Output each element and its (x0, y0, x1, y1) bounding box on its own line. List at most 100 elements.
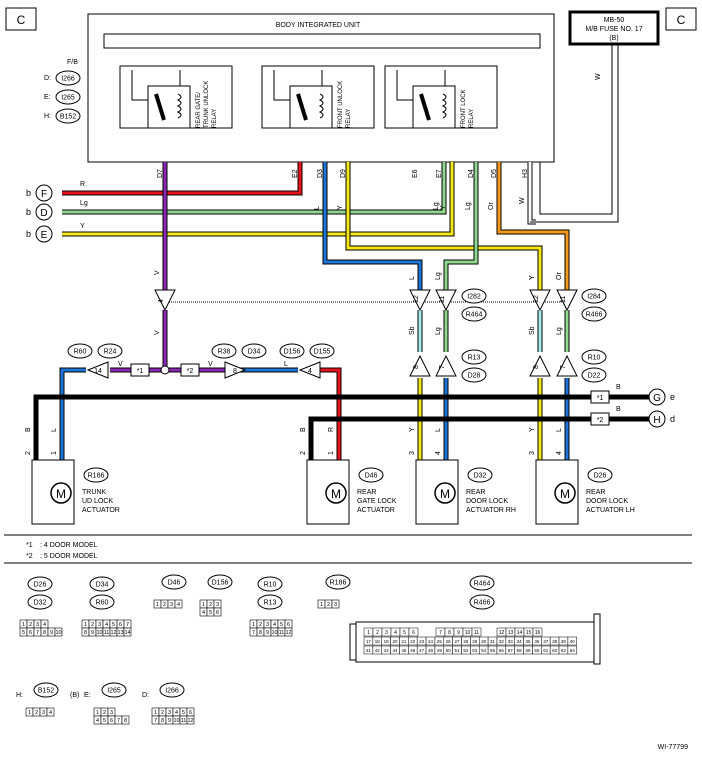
pin-cell: 16 (535, 630, 541, 636)
wire-y-d9 (345, 162, 543, 290)
connector-pin: 11 (435, 289, 457, 312)
pin-cell: 4 (175, 710, 178, 716)
svg-text:(B): (B) (609, 35, 618, 42)
wire-label: W (595, 73, 602, 80)
ground-letter: H (653, 415, 660, 426)
connector-oval: R60 (67, 343, 93, 359)
connector-oval-text: I284 (587, 294, 601, 301)
pin-cell: 1 (252, 622, 255, 628)
model-star-box: *1 (130, 363, 150, 377)
connector-view-oval: R10 (257, 576, 283, 592)
wire-label: L (51, 428, 58, 432)
motor-symbol: M (56, 487, 66, 501)
motor-icon (325, 482, 347, 504)
pin-cell: 4 (394, 630, 397, 636)
connector-view-label: (B) (70, 692, 79, 699)
svg-text:*2: *2 (26, 553, 33, 560)
pin-cell: 63 (561, 648, 567, 653)
wire-l-d3 (322, 162, 423, 290)
connector-code-oval: I265 (55, 89, 81, 105)
wire-h3 (527, 162, 536, 225)
connector-oval-text: R466 (586, 312, 603, 319)
svg-text:M/B FUSE NO. 17: M/B FUSE NO. 17 (585, 26, 642, 33)
pin-cell: 6 (216, 610, 219, 616)
biu-pin-label: D4 (468, 169, 475, 178)
actuator-pin-number: 2 (300, 451, 307, 455)
pin-cell: 6 (110, 718, 113, 724)
wire-r-feed (62, 162, 303, 196)
connector-view-oval-text: R464 (474, 581, 491, 588)
pin-cell: 42 (375, 648, 381, 653)
pin-cell: 60 (534, 648, 540, 653)
biu-pin-label: E7 (436, 169, 443, 178)
pin-cell: 22 (410, 639, 416, 644)
pin-cell: 4 (202, 610, 205, 616)
svg-text:BODY INTEGRATED UNIT: BODY INTEGRATED UNIT (276, 22, 361, 29)
pin-cell: 46 (410, 648, 416, 653)
pin-cell: 28 (463, 639, 469, 644)
fuse-box: MB-50 M/B FUSE NO. 17 (B) (568, 10, 660, 46)
pin-cell: 12 (285, 630, 291, 636)
wire-label: Lg (80, 200, 88, 207)
actuator-label: TRUNK (82, 489, 106, 496)
connector-view-oval-text: I266 (165, 688, 179, 695)
pin-cell: 2 (103, 710, 106, 716)
biu-pin-label: E2 (292, 169, 299, 178)
relay-switch-icon (419, 93, 431, 121)
actuator-label: ACTUATOR LH (586, 507, 635, 514)
connector-oval: R38 (211, 343, 237, 359)
pin-number: 11 (439, 296, 446, 303)
pin-number: 8 (233, 368, 237, 375)
connector-view-oval-text: R10 (264, 582, 277, 589)
svg-text:*1: *1 (26, 542, 33, 549)
pin-cell: 26 (446, 639, 452, 644)
wire-label: L (435, 428, 442, 432)
pin-cell: 7 (117, 718, 120, 724)
connector-view-label: D: (142, 692, 149, 699)
actuator-label: REAR (357, 489, 376, 496)
feed-prefix: b (26, 229, 31, 239)
pin-cell: 6 (412, 630, 415, 636)
connector-view-oval-text: R466 (474, 600, 491, 607)
wire-label: Y (529, 275, 536, 280)
pin-cell: 3 (266, 622, 269, 628)
connector-oval: R10 (581, 349, 607, 365)
connector-oval: R464 (461, 306, 487, 322)
pin-cell: 24 (428, 639, 434, 644)
pin-cell: 6 (287, 622, 290, 628)
pin-cell: 62 (552, 648, 558, 653)
pin-number: 8 (533, 365, 540, 369)
relay-switch-icon (296, 93, 308, 121)
connector-view-oval: R466 (469, 594, 495, 610)
pin-cell: 49 (437, 648, 443, 653)
wire-l-trunk (59, 367, 86, 460)
pin-cell: 54 (481, 648, 487, 653)
pin-cell: 13 (117, 630, 123, 636)
wire-or-d5 (496, 162, 570, 290)
pin-number: 8 (413, 365, 420, 369)
actuator-code-oval: D46 (358, 467, 384, 483)
pin-cell: 20 (392, 639, 398, 644)
connector-view-oval: I265 (101, 682, 127, 698)
connector-view-oval: D26 (27, 576, 53, 592)
actuator-label: ACTUATOR (82, 507, 120, 514)
wire-label: Y (440, 205, 447, 210)
pin-cell: 47 (419, 648, 425, 653)
pin-cell: 52 (463, 648, 469, 653)
wire-w-fuse (530, 44, 619, 223)
model-star-box: *2 (590, 412, 610, 426)
pin-cell: 7 (439, 630, 442, 636)
connector-view-oval-text: R186 (330, 580, 347, 587)
actuator-pin-number: 4 (556, 451, 563, 455)
pin-cell: 9 (266, 630, 269, 636)
pin-cell: 5 (280, 622, 283, 628)
pin-cell: 10 (465, 630, 471, 636)
pin-cell: 31 (490, 639, 496, 644)
pin-cell: 4 (43, 622, 46, 628)
connector-oval-text: R13 (468, 355, 481, 362)
actuator-pin-number: 1 (51, 451, 58, 455)
